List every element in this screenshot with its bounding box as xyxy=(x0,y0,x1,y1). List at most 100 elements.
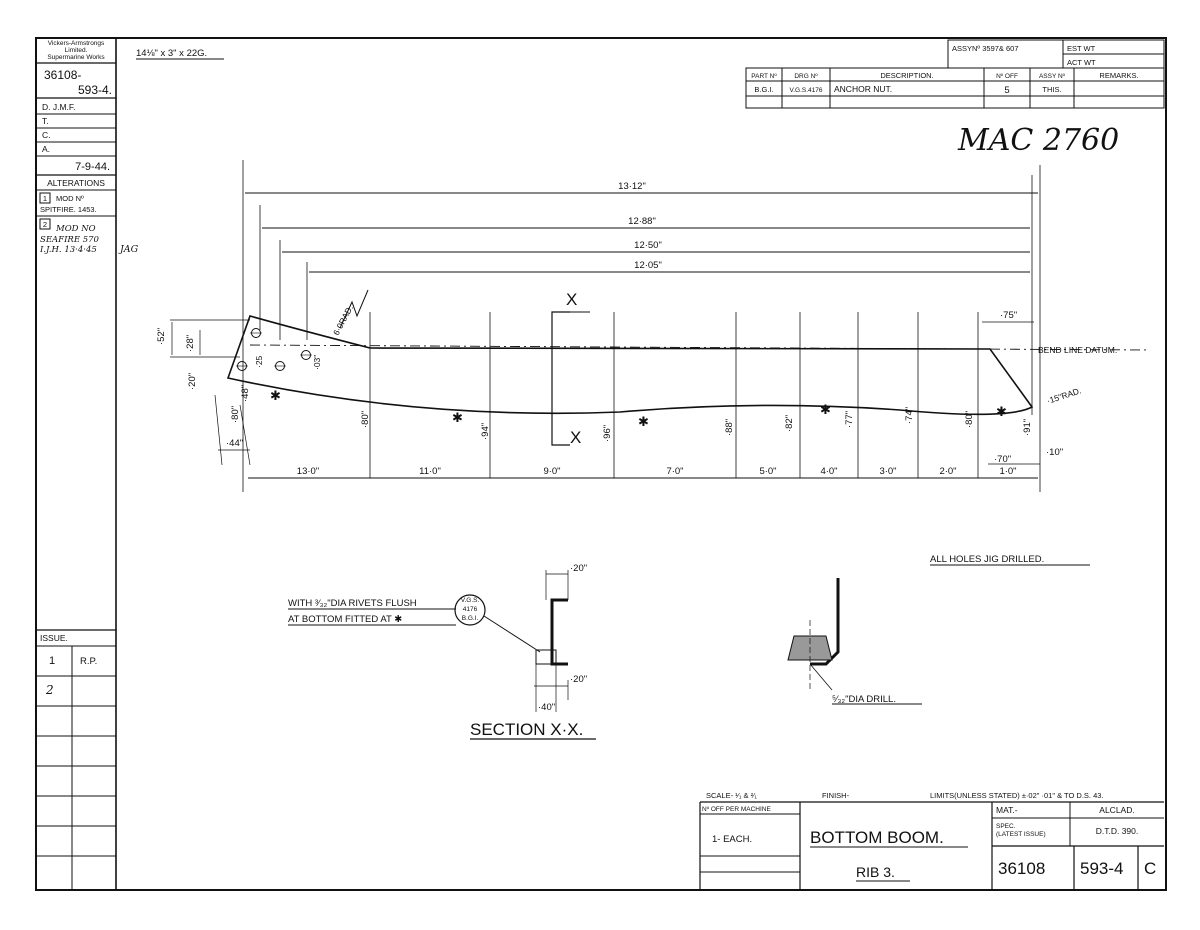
cell-part-no: B.G.I. xyxy=(754,85,773,94)
rivet-note-line1: WITH ³⁄₃₂"DIA RIVETS FLUSH xyxy=(288,598,417,609)
overall-dim-1: 13·12" xyxy=(618,181,646,192)
dim-20: ·20" xyxy=(187,373,198,390)
alteration-1-line1: MOD Nº xyxy=(56,194,84,203)
overall-dim-4: 12·05" xyxy=(634,260,662,271)
dim-44: ·44" xyxy=(226,438,243,449)
rivet-markers: ✱ ✱ ✱ ✱ ✱ xyxy=(270,388,1007,429)
alterations-heading: ALTERATIONS xyxy=(47,178,105,188)
act-wt-label: ACT WT xyxy=(1067,58,1096,67)
anchor-nut-detail: ⁵⁄₃₂"DIA DRILL. xyxy=(787,578,922,705)
col-drg-no: DRG Nº xyxy=(794,73,818,80)
maker-line2: Limited. xyxy=(65,47,88,54)
finish: FINISH- xyxy=(822,791,850,800)
no-off-label: Nº OFF PER MACHINE xyxy=(702,806,771,813)
station-dim-9: 1·0" xyxy=(999,466,1016,477)
svg-text:✱: ✱ xyxy=(820,402,831,417)
dim-48: ·48" xyxy=(240,385,251,402)
left-info-block: Vickers-Armstrongs Limited. Supermarine … xyxy=(36,40,139,890)
rivet-note-line2: AT BOTTOM FITTED AT ✱ xyxy=(288,614,402,625)
cell-description: ANCHOR NUT. xyxy=(834,84,892,94)
section-xx-view: ·20" ·20" ·40" SECTION X·X. xyxy=(470,563,596,740)
alteration-initials: JAG xyxy=(118,244,139,255)
overall-dim-2: 12·88" xyxy=(628,216,656,227)
depth-dim-2: ·94" xyxy=(480,423,491,440)
station-dim-7: 3·0" xyxy=(879,466,896,477)
overall-dim-3: 12·50" xyxy=(634,240,662,251)
drill-note: ⁵⁄₃₂"DIA DRILL. xyxy=(832,694,896,705)
scale: SCALE- ¹⁄₁ & ²⁄₁ xyxy=(706,791,757,800)
station-dim-6: 4·0" xyxy=(820,466,837,477)
issue-1-number: 1 xyxy=(49,655,55,667)
depth-dim-5: ·82" xyxy=(784,415,795,432)
mat-value: ALCLAD. xyxy=(1099,805,1134,815)
svg-text:✱: ✱ xyxy=(996,404,1007,419)
cell-no-off: 5 xyxy=(1004,85,1009,96)
col-description: DESCRIPTION. xyxy=(880,71,933,80)
cell-drg-no: V.G.S.4176 xyxy=(789,87,822,94)
depth-dim-8: ·80" xyxy=(964,411,975,428)
rivet-note: WITH ³⁄₃₂"DIA RIVETS FLUSH AT BOTTOM FIT… xyxy=(288,594,541,653)
section-title: SECTION X·X. xyxy=(470,720,583,739)
svg-text:✱: ✱ xyxy=(452,410,463,425)
est-wt-label: EST WT xyxy=(1067,44,1096,53)
dwg-no-1: 36108 xyxy=(998,859,1045,878)
col-remarks: REMARKS. xyxy=(1099,71,1138,80)
approved-by: A. xyxy=(42,144,50,154)
alteration-2-line1: MOD NO xyxy=(55,224,96,234)
depth-dim-4: ·88" xyxy=(724,419,735,436)
title-line2: RIB 3. xyxy=(856,864,895,880)
station-dim-4: 7·0" xyxy=(666,466,683,477)
dim-70: ·70" xyxy=(994,454,1011,465)
date: 7-9-44. xyxy=(75,161,110,173)
parts-table: ASSY Nº 3597& 607 EST WT ACT WT PART Nº … xyxy=(745,39,1165,109)
issue-heading: ISSUE. xyxy=(40,633,68,643)
station-dim-1: 13·0" xyxy=(297,466,319,477)
rib-boom-view: 13·12" 12·88" 12·50" 12·05" BEND LINE DA… xyxy=(156,160,1151,492)
alteration-1-number: 1 xyxy=(43,194,47,203)
alteration-2-line3: I.J.H. 13·4·45 xyxy=(39,245,97,255)
spec-value: D.T.D. 390. xyxy=(1096,826,1139,836)
spec-label1: SPEC. xyxy=(996,823,1016,830)
no-off-value: 1- EACH. xyxy=(712,834,752,845)
section-dim-40: ·40" xyxy=(538,702,555,713)
depth-dim-1: ·80" xyxy=(360,411,371,428)
dim-03: ·03" xyxy=(312,355,322,370)
dim-52: ·52" xyxy=(156,328,167,345)
depth-dim-9: ·91" xyxy=(1022,419,1033,436)
mat-label: MAT.- xyxy=(996,805,1018,815)
radius-label: 6·0RAD. xyxy=(331,303,355,336)
traced-by: T. xyxy=(42,116,49,126)
col-part-no: PART Nº xyxy=(751,73,777,80)
title-block: SCALE- ¹⁄₁ & ²⁄₁ FINISH- LIMITS(UNLESS S… xyxy=(699,791,1164,890)
issue-1-by: R.P. xyxy=(80,656,97,667)
section-dim-20-top: ·20" xyxy=(570,563,587,574)
section-marker-top: X xyxy=(566,290,577,309)
mac-stamp: MAC 2760 xyxy=(957,123,1119,158)
dwg-no-2: 593-4 xyxy=(1080,859,1123,878)
drawn-by: D. J.M.F. xyxy=(42,102,76,112)
station-dim-8: 2·0" xyxy=(939,466,956,477)
col-assy-no: ASSY Nº xyxy=(1039,73,1066,80)
station-dim-3: 9·0" xyxy=(543,466,560,477)
dim-25: ·25 xyxy=(254,355,264,368)
alteration-2-line2: SEAFIRE 570 xyxy=(40,235,100,245)
drawing-no-line1: 36108- xyxy=(44,68,81,82)
dim-10: ·10" xyxy=(1046,447,1063,458)
svg-text:✱: ✱ xyxy=(638,414,649,429)
limits: LIMITS(UNLESS STATED) ±·02" ·01" & TO D.… xyxy=(930,791,1104,800)
cell-assy-no: THIS. xyxy=(1042,85,1061,94)
drawing-border xyxy=(35,37,1167,891)
bubble-line1: V.G.S. xyxy=(461,597,480,604)
spec-label2: (LATEST ISSUE) xyxy=(996,831,1046,838)
depth-dim-6: ·77" xyxy=(844,411,855,428)
dim-75: ·75" xyxy=(1000,310,1017,321)
alteration-2-number: 2 xyxy=(43,220,47,229)
section-marker-bottom: X xyxy=(570,428,581,447)
checked-by: C. xyxy=(42,130,51,140)
bend-line-label: BEND LINE DATUM. xyxy=(1038,345,1117,355)
depth-dim-7: ·74" xyxy=(904,407,915,424)
maker-line1: Vickers-Armstrongs xyxy=(48,40,105,47)
dim-80-left: ·80" xyxy=(230,406,241,423)
maker-line3: Supermarine Works xyxy=(47,54,105,61)
